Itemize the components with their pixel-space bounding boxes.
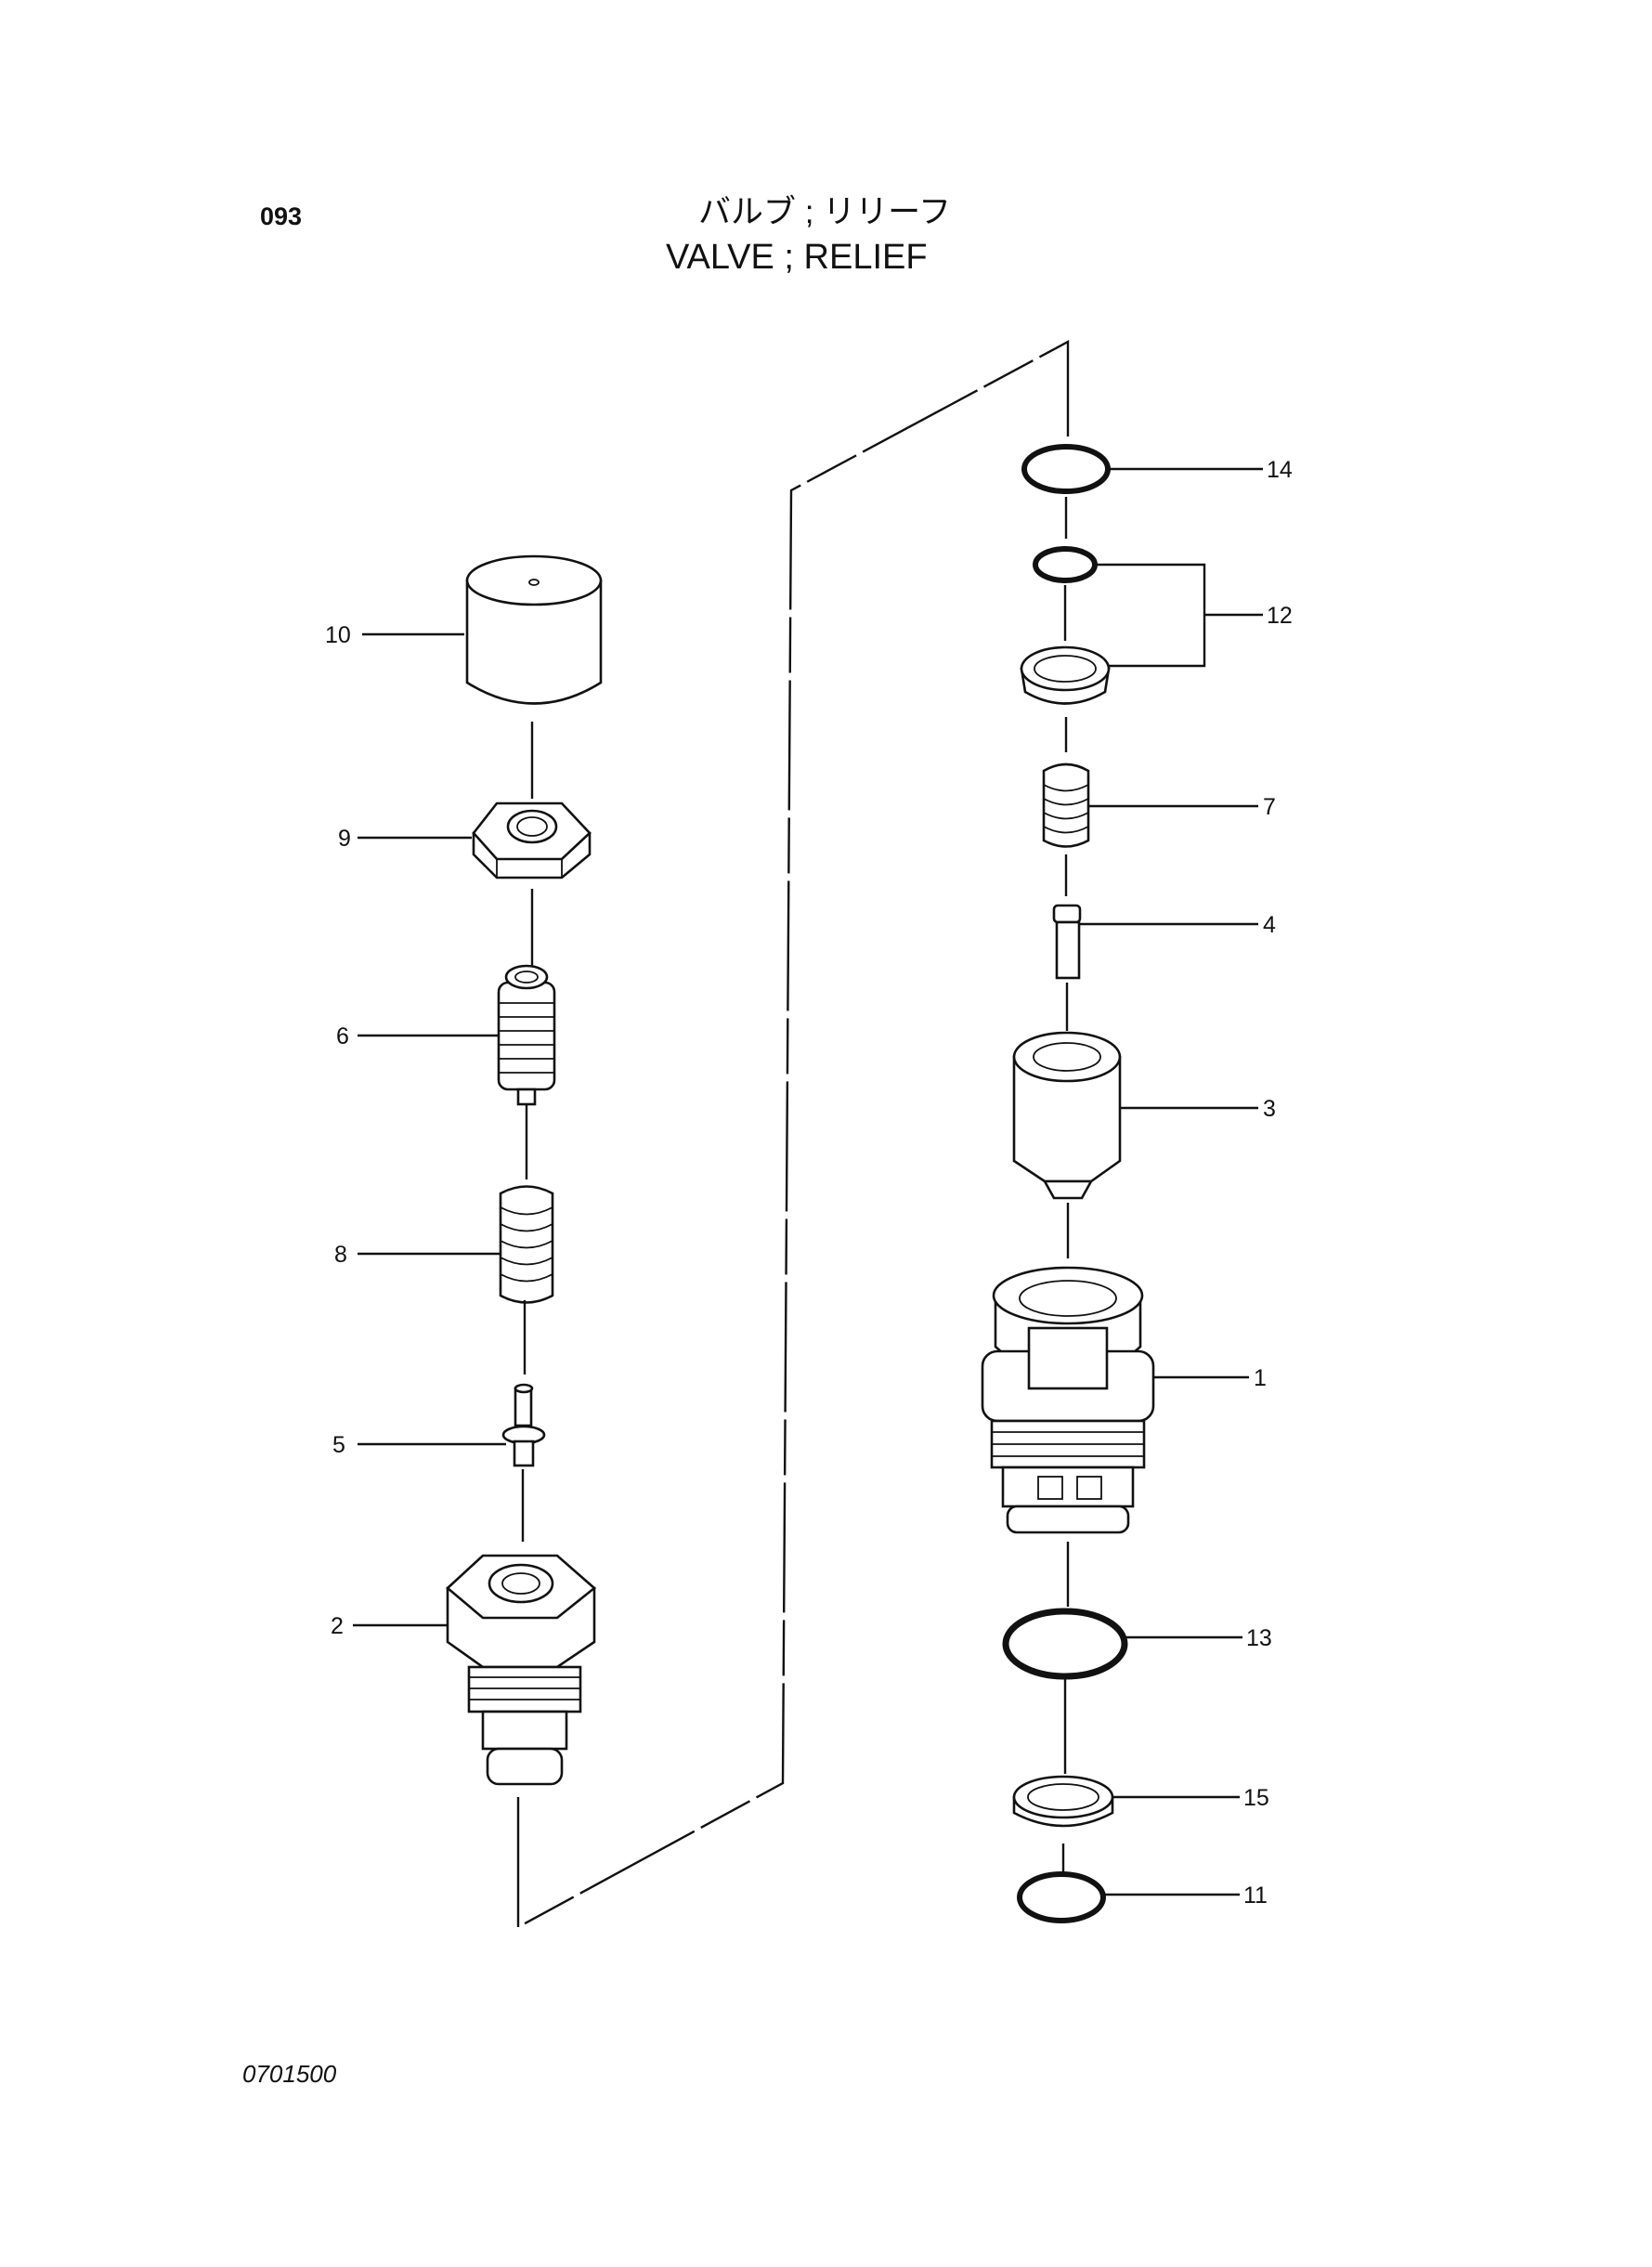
drawing-number: 0701500 (242, 2060, 337, 2088)
title-english: VALVE ; RELIEF (666, 238, 928, 277)
part-2-plug (446, 1554, 597, 1786)
part-12-ring (1033, 546, 1098, 583)
label-part-3: 3 (1263, 1096, 1276, 1122)
part-15-backup-ring (1012, 1775, 1114, 1828)
label-part-12: 12 (1267, 603, 1293, 629)
label-part-6: 6 (336, 1023, 349, 1049)
part-1-body (981, 1266, 1155, 1534)
part-10-cap (465, 554, 603, 705)
part-5-poppet (501, 1383, 546, 1467)
label-part-13: 13 (1246, 1625, 1272, 1651)
page-number: 093 (260, 202, 303, 230)
label-part-15: 15 (1243, 1785, 1269, 1811)
label-part-9: 9 (338, 826, 351, 852)
leader-lines (353, 467, 1263, 1896)
part-8-spring (499, 1185, 554, 1304)
part-7-spring (1042, 762, 1090, 848)
part-14-o-ring (1021, 444, 1111, 494)
part-4-piston (1052, 904, 1082, 980)
part-3-sleeve (1012, 1031, 1122, 1200)
label-part-7: 7 (1263, 794, 1276, 820)
label-part-14: 14 (1267, 457, 1293, 483)
label-part-8: 8 (334, 1242, 347, 1268)
part-12-backup-ring (1020, 645, 1111, 705)
label-part-5: 5 (332, 1432, 345, 1458)
title-japanese: バルブ ; リリーフ (698, 194, 952, 230)
label-part-1: 1 (1254, 1365, 1267, 1391)
label-part-10: 10 (325, 622, 351, 648)
label-part-4: 4 (1263, 912, 1276, 938)
label-part-11: 11 (1243, 1883, 1268, 1909)
part-13-o-ring (1002, 1608, 1128, 1680)
part-6-adjusting-screw (497, 964, 556, 1106)
assembly-connection-line (516, 339, 1070, 1930)
label-part-2: 2 (331, 1613, 344, 1639)
part-11-o-ring (1017, 1871, 1106, 1923)
part-9-nut (472, 801, 592, 879)
